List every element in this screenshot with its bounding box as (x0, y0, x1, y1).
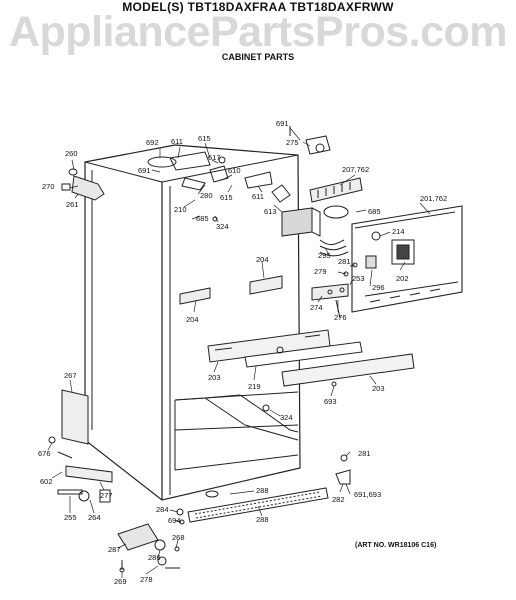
callout-204-right: 204 (256, 255, 269, 264)
mullion-heater (244, 341, 363, 368)
callout-274: 274 (310, 303, 323, 312)
callout-210: 210 (174, 205, 187, 214)
callout-281-bottom: 281 (358, 449, 371, 458)
top-hinge-part (61, 168, 105, 201)
callout-288-bottom: 288 (256, 515, 269, 524)
control-panel (351, 205, 463, 313)
model-title: MODEL(S) TBT18DAXFRAA TBT18DAXFRWW (122, 0, 394, 14)
callout-691-693: 691,693 (354, 490, 381, 499)
toe-grille (187, 487, 329, 523)
callout-281-top: 281 (338, 257, 351, 266)
callout-615-top: 615 (198, 134, 211, 143)
callout-279: 279 (314, 267, 327, 276)
top-hinge-area (147, 151, 273, 191)
callout-255: 255 (64, 513, 77, 522)
callout-268: 268 (172, 533, 185, 542)
callout-288-top: 288 (256, 486, 269, 495)
shelf-support-left (179, 287, 211, 305)
callout-287: 287 (108, 545, 121, 554)
callout-277: 277 (100, 491, 113, 500)
callout-296: 296 (372, 283, 385, 292)
callout-267: 267 (64, 371, 77, 380)
callout-692: 692 (146, 138, 159, 147)
watermark-logo: AppliancePartsPros.com (8, 8, 508, 56)
callout-611-top: 611 (171, 137, 183, 146)
callout-264: 264 (88, 513, 101, 522)
base-rail (57, 465, 113, 503)
art-number: (ART NO. WR18106 C16) (355, 542, 437, 549)
callout-203-right: 203 (372, 384, 385, 393)
callout-278: 278 (140, 575, 153, 584)
callout-602: 602 (40, 477, 53, 486)
callout-201-762: 201,762 (420, 194, 447, 203)
section-title: CABINET PARTS (221, 52, 295, 62)
callout-295: 295 (318, 251, 331, 260)
callout-219: 219 (248, 382, 261, 391)
callout-253: 253 (352, 274, 365, 283)
air-damper-assembly (271, 177, 363, 237)
callout-275: 275 (286, 138, 299, 147)
leader-lines (47, 127, 431, 578)
callout-286: 286 (148, 553, 161, 562)
callout-207-762: 207,762 (342, 165, 369, 174)
callout-617: 617 (208, 153, 221, 162)
callout-276: 276 (334, 313, 347, 322)
callout-610: 610 (228, 166, 241, 175)
shelf-support-right (249, 275, 283, 295)
callout-270: 270 (42, 182, 55, 191)
callout-269: 269 (114, 577, 127, 586)
callout-685-left: 685 (196, 214, 209, 223)
callout-693: 693 (324, 397, 337, 406)
callout-203-left: 203 (208, 373, 221, 382)
callout-284: 284 (156, 505, 169, 514)
callout-611-mid: 611 (252, 192, 264, 201)
callout-691-mid: 691 (138, 166, 151, 175)
callout-676: 676 (38, 449, 51, 458)
callout-613: 613 (264, 207, 277, 216)
cabinet-body (84, 144, 301, 501)
callout-261: 261 (66, 200, 79, 209)
callout-260: 260 (65, 149, 78, 158)
callout-labels: 691 275 692 611 615 617 691 610 260 270 … (38, 119, 447, 586)
callout-615-mid: 615 (220, 193, 233, 202)
callout-202: 202 (396, 274, 409, 283)
callout-324-top: 324 (216, 222, 229, 231)
callout-204-left: 204 (186, 315, 199, 324)
side-panel-267 (61, 389, 89, 445)
callout-282: 282 (332, 495, 345, 504)
callout-691-top: 691 (276, 119, 289, 128)
callout-280: 280 (200, 191, 213, 200)
callout-324-bottom: 324 (280, 413, 293, 422)
callout-685-right: 685 (368, 207, 381, 216)
mullion-bar-lower (281, 353, 415, 387)
callout-694: 694 (168, 516, 181, 525)
callout-214: 214 (392, 227, 405, 236)
